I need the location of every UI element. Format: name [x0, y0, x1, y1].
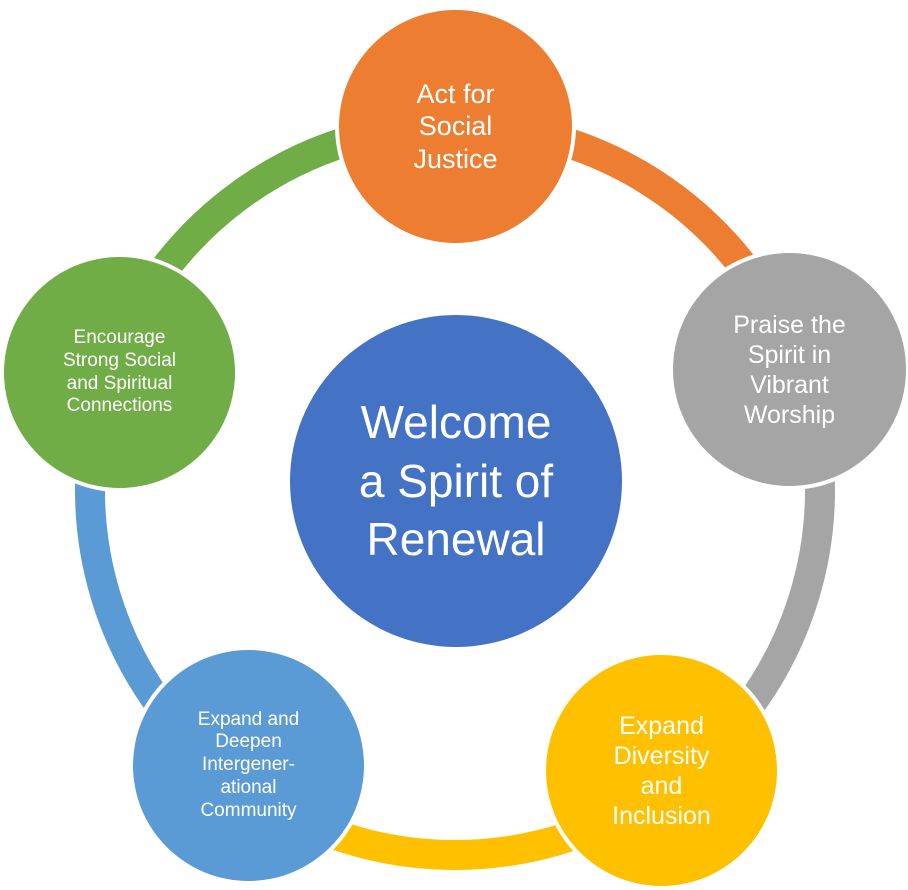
node-expand-diversity: Expand Diversity and Inclusion [546, 655, 777, 886]
node-social-spiritual-connections: Encourage Strong Social and Spiritual Co… [4, 257, 235, 488]
node-label: Expand Diversity and Inclusion [612, 711, 711, 830]
node-label: Encourage Strong Social and Spiritual Co… [62, 326, 176, 417]
center-node: Welcome a Spirit of Renewal [290, 315, 622, 647]
node-act-for-social-justice: Act for Social Justice [339, 10, 572, 243]
node-intergenerational-community: Expand and Deepen Intergener- ational Co… [133, 650, 364, 881]
node-praise-the-spirit: Praise the Spirit in Vibrant Worship [673, 253, 906, 486]
node-label: Expand and Deepen Intergener- ational Co… [197, 708, 300, 821]
node-label: Act for Social Justice [413, 78, 498, 174]
node-label: Praise the Spirit in Vibrant Worship [733, 310, 846, 429]
center-label: Welcome a Spirit of Renewal [358, 395, 554, 566]
